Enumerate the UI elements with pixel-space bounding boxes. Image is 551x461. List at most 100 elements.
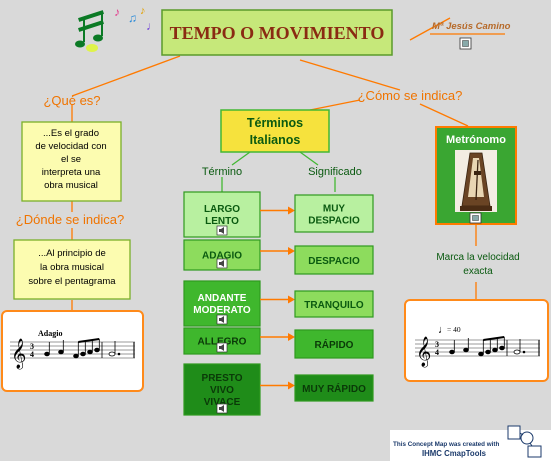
- right-time-sig-icon: 3: [435, 340, 439, 349]
- title-notes-icon: ♪ ♫ ♪ ♩: [75, 5, 158, 52]
- meaning-text: MUY RÁPIDO: [302, 382, 366, 395]
- col-header-significado: Significado: [308, 166, 362, 178]
- audio-resource-icon[interactable]: [216, 314, 228, 325]
- metronome-title: Metrónomo: [446, 134, 506, 146]
- connector-hub-significado: [299, 151, 319, 166]
- meaning-text: DESPACIO: [308, 216, 360, 227]
- right-score-node[interactable]: ♩ = 40 𝄞 3 4: [404, 299, 549, 382]
- location-node[interactable]: ...Al principio de la obra musical sobre…: [13, 239, 131, 300]
- term-row: ALLEGRO RÁPIDO: [183, 327, 374, 359]
- svg-text:♫: ♫: [128, 11, 137, 25]
- credit-line-2: IHMC CmapTools: [422, 449, 487, 458]
- meaning-text: MUY: [323, 204, 346, 215]
- term-text: VIVACE: [204, 397, 241, 408]
- meaning-text: TRANQUILO: [304, 300, 364, 311]
- meaning-node[interactable]: DESPACIO: [294, 245, 374, 275]
- svg-text:♩: ♩: [146, 19, 158, 33]
- right-time-sig-icon-2: 4: [435, 348, 439, 357]
- location-line-1: ...Al principio de: [38, 248, 106, 259]
- left-score-node[interactable]: Adagio 𝄞 3 4: [1, 310, 144, 392]
- connector-title-como: [299, 59, 401, 91]
- audio-resource-icon[interactable]: [216, 403, 228, 414]
- definition-line-4: interpreta una: [42, 167, 101, 178]
- term-text: LARGO: [204, 204, 240, 215]
- meaning-node[interactable]: MUY RÁPIDO: [294, 374, 374, 402]
- connector-hub-termino: [231, 151, 251, 166]
- connectors: [71, 17, 477, 311]
- term-text: ANDANTE: [198, 293, 247, 304]
- meaning-text: RÁPIDO: [315, 338, 354, 351]
- audio-resource-icon[interactable]: [216, 225, 228, 236]
- title-text: TEMPO O MOVIMIENTO: [170, 23, 385, 43]
- left-score-label: Adagio: [38, 329, 62, 338]
- audio-resource-icon[interactable]: [216, 342, 228, 353]
- author-resource-icon[interactable]: [459, 37, 472, 50]
- svg-text:♪: ♪: [140, 5, 146, 17]
- term-node[interactable]: ADAGIO: [183, 239, 261, 271]
- title-node[interactable]: TEMPO O MOVIMIENTO: [161, 9, 393, 56]
- cmaptools-credit: This Concept Map was created with IHMC C…: [390, 425, 551, 461]
- row-arrow-head: [288, 247, 295, 255]
- term-text: PRESTO: [202, 373, 243, 384]
- right-treble-clef-icon: 𝄞: [416, 336, 431, 368]
- term-text: ALLEGRO: [198, 337, 247, 348]
- hub-line-2: Italianos: [250, 133, 301, 147]
- author-text: Mª Jesús Camino: [432, 21, 511, 32]
- metronome-caption-2: exacta: [463, 266, 493, 277]
- credit-line-1: This Concept Map was created with: [393, 441, 500, 448]
- tempo-quarter-note-icon: ♩: [438, 324, 449, 336]
- row-arrow-head: [288, 381, 295, 390]
- connector-como-hub: [309, 99, 361, 111]
- definition-line-3: el se: [61, 154, 81, 165]
- right-score-notes: [449, 336, 526, 357]
- location-line-3: sobre el pentagrama: [28, 276, 116, 287]
- title-box[interactable]: [161, 9, 393, 56]
- term-text: ADAGIO: [202, 251, 242, 262]
- term-text: LENTO: [205, 216, 239, 227]
- metronome-node[interactable]: Metrónomo: [435, 126, 517, 225]
- row-arrow-head: [288, 295, 295, 304]
- question-que-es: ¿Qué es?: [43, 93, 100, 108]
- row-arrow-head: [288, 206, 295, 215]
- definition-node[interactable]: ...Es el grado de velocidad con el se in…: [21, 121, 122, 202]
- definition-line-2: de velocidad con: [35, 141, 106, 152]
- definition-line-5: obra musical: [44, 180, 98, 191]
- metronome-icon: [455, 150, 497, 212]
- tempo-mark-text: = 40: [447, 325, 461, 334]
- term-node[interactable]: ALLEGRO: [183, 327, 261, 355]
- hub-node[interactable]: Términos Italianos: [220, 109, 330, 153]
- meaning-text: DESPACIO: [308, 256, 360, 267]
- metronome-caption-1: Marca la velocidad: [436, 252, 519, 263]
- author-label: Mª Jesús Camino: [430, 21, 511, 50]
- left-time-sig-icon-2: 4: [30, 350, 34, 359]
- term-text: VIVO: [210, 385, 234, 396]
- hub-line-1: Términos: [247, 116, 303, 130]
- term-text: MODERATO: [193, 305, 251, 316]
- connector-author: [409, 17, 451, 41]
- connector-title-que-es: [71, 55, 181, 97]
- left-score-notes: [44, 338, 121, 359]
- question-como: ¿Cómo se indica?: [358, 88, 463, 103]
- left-time-sig-icon: 3: [30, 342, 34, 351]
- meaning-node[interactable]: TRANQUILO: [294, 290, 374, 318]
- definition-line-1: ...Es el grado: [43, 128, 99, 139]
- col-header-termino: Término: [202, 166, 242, 178]
- meaning-node[interactable]: RÁPIDO: [294, 329, 374, 359]
- audio-resource-icon[interactable]: [216, 258, 228, 269]
- svg-text:♪: ♪: [114, 5, 120, 19]
- location-line-2: la obra musical: [40, 262, 104, 273]
- left-treble-clef-icon: 𝄞: [11, 338, 26, 370]
- metronome-resource-icon[interactable]: [469, 212, 482, 224]
- term-row: ADAGIO DESPACIO: [183, 239, 374, 275]
- row-arrow-head: [288, 333, 295, 341]
- cmaptools-logo-icon: [507, 425, 542, 458]
